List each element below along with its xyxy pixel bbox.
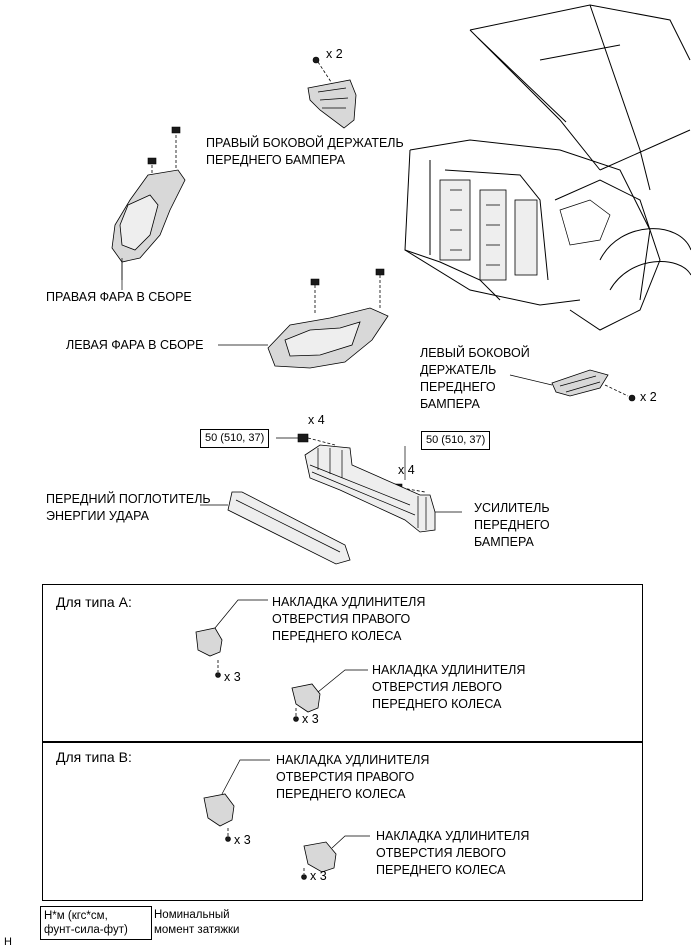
bolts-right-quantity: x 4 (398, 463, 415, 477)
left-retainer-clip-quantity: x 2 (640, 390, 657, 404)
torque-value-left: 50 (510, 37) (200, 429, 270, 448)
left-side-retainer-illustration (509, 369, 636, 402)
left-side-retainer-label: ЛЕВЫЙ БОКОВОЙ ДЕРЖАТЕЛЬ ПЕРЕДНЕГО БАМПЕР… (420, 346, 530, 411)
right-headlight-illustration (111, 126, 186, 290)
left-headlight-label: ЛЕВАЯ ФАРА В СБОРЕ (66, 338, 204, 352)
type-b-right-cover-label: НАКЛАДКА УДЛИНИТЕЛЯ ОТВЕРСТИЯ ПРАВОГО ПЕ… (276, 753, 430, 801)
reinforcement-label: УСИЛИТЕЛЬ ПЕРЕДНЕГО БАМПЕРА (474, 501, 550, 549)
energy-absorber-label: ПЕРЕДНИЙ ПОГЛОТИТЕЛЬ ЭНЕРГИИ УДАРА (46, 492, 211, 523)
right-side-retainer-label: ПРАВЫЙ БОКОВОЙ ДЕРЖАТЕЛЬ ПЕРЕДНЕГО БАМПЕ… (206, 136, 404, 167)
energy-absorber-illustration (200, 491, 351, 565)
right-side-retainer-illustration (307, 56, 357, 129)
corner-mark: H (4, 936, 12, 948)
type-b-panel (42, 741, 643, 901)
type-b-title: Для типа B: (56, 749, 132, 765)
top-clip-quantity: x 2 (326, 47, 343, 61)
type-b-left-cover-label: НАКЛАДКА УДЛИНИТЕЛЯ ОТВЕРСТИЯ ЛЕВОГО ПЕР… (376, 829, 530, 877)
bumper-reinforcement-illustration (304, 444, 462, 533)
type-a-right-cover-quantity: x 3 (224, 670, 241, 684)
left-headlight-illustration (218, 268, 389, 369)
type-b-left-cover-quantity: x 3 (310, 869, 327, 883)
torque-unit-legend: Н*м (кгс*см, фунт-сила-фут) (40, 906, 152, 940)
type-a-left-cover-label: НАКЛАДКА УДЛИНИТЕЛЯ ОТВЕРСТИЯ ЛЕВОГО ПЕР… (372, 663, 526, 711)
type-a-panel (42, 584, 643, 743)
type-a-title: Для типа A: (56, 594, 132, 610)
torque-value-right: 50 (510, 37) (421, 431, 491, 450)
type-a-left-cover-quantity: x 3 (302, 712, 319, 726)
type-b-covers-illustration (203, 759, 370, 880)
bolts-left-quantity: x 4 (308, 413, 325, 427)
type-b-right-cover-quantity: x 3 (234, 833, 251, 847)
vehicle-front-illustration (404, 4, 691, 331)
torque-legend-description: Номинальный момент затяжки (154, 909, 240, 936)
type-a-right-cover-label: НАКЛАДКА УДЛИНИТЕЛЯ ОТВЕРСТИЯ ПРАВОГО ПЕ… (272, 595, 426, 643)
type-a-covers-illustration (195, 599, 368, 722)
right-headlight-label: ПРАВАЯ ФАРА В СБОРЕ (46, 290, 192, 304)
